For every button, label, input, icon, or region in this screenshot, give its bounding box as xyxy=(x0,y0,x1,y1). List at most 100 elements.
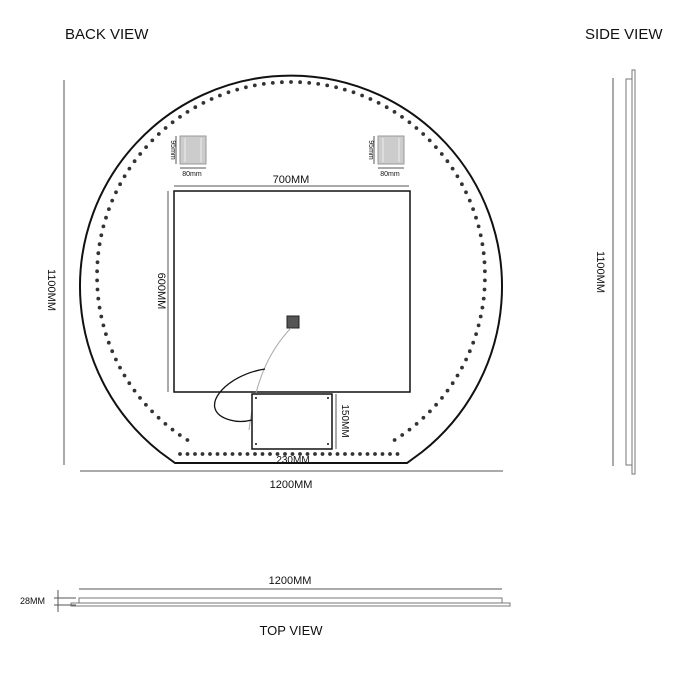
hanging-bracket-right: 95mm 80mm xyxy=(367,135,405,178)
led-dot xyxy=(474,215,478,220)
side-backing xyxy=(625,78,633,466)
led-dot xyxy=(316,82,321,86)
led-dot xyxy=(114,357,118,362)
led-dot xyxy=(150,409,155,414)
led-dot xyxy=(400,115,404,119)
led-dot xyxy=(421,132,426,136)
led-dot xyxy=(335,452,340,456)
led-dot xyxy=(138,152,143,156)
led-dot xyxy=(407,427,412,432)
led-dot xyxy=(342,87,347,92)
led-dot xyxy=(427,138,432,143)
led-dot xyxy=(201,101,206,105)
led-dot xyxy=(96,251,101,256)
led-dot xyxy=(376,101,381,105)
led-dot xyxy=(467,198,472,203)
led-dot xyxy=(178,115,182,119)
led-dot xyxy=(445,159,450,164)
led-dot xyxy=(407,120,412,125)
led-dot xyxy=(428,409,432,414)
led-dot-strip xyxy=(95,80,487,456)
led-dot xyxy=(325,83,330,88)
led-dot xyxy=(476,323,481,328)
led-dot xyxy=(290,452,295,456)
led-dot xyxy=(480,305,485,310)
led-dot xyxy=(283,452,287,456)
bracket-width-label: 80mm xyxy=(380,171,400,178)
led-dot xyxy=(380,452,385,456)
led-dot xyxy=(97,242,102,247)
led-dot xyxy=(122,373,127,378)
led-dot xyxy=(156,132,161,136)
led-dot xyxy=(110,198,115,203)
led-dot xyxy=(185,438,190,442)
led-dot xyxy=(434,402,438,407)
top-width-label: 1200MM xyxy=(269,575,312,587)
box-height-label: 150MM xyxy=(339,404,350,437)
led-dot xyxy=(260,452,265,456)
led-dot xyxy=(215,452,220,456)
led-dot xyxy=(101,323,106,328)
led-dot xyxy=(358,452,362,456)
led-dot xyxy=(414,422,419,426)
led-dot xyxy=(97,305,102,310)
led-dot xyxy=(95,269,99,274)
led-dot xyxy=(268,452,272,456)
led-dot xyxy=(483,278,487,283)
led-dot xyxy=(320,452,325,456)
led-dot xyxy=(298,80,302,85)
led-dot xyxy=(298,452,302,456)
box-width-label: 230MM xyxy=(276,455,309,466)
led-dot xyxy=(464,357,468,362)
led-dot xyxy=(474,332,478,336)
led-dot xyxy=(421,415,426,420)
led-dot xyxy=(110,349,115,354)
bracket-height-label: 95mm xyxy=(169,140,176,160)
touch-switch-icon xyxy=(286,315,300,329)
led-dot xyxy=(95,287,100,292)
led-dot xyxy=(96,296,101,301)
led-dot xyxy=(471,340,476,345)
led-dot xyxy=(107,207,111,212)
led-dot xyxy=(440,396,444,400)
led-dot xyxy=(439,152,444,156)
bracket-height-label: 95mm xyxy=(367,140,374,160)
led-dot xyxy=(95,278,99,283)
led-dot xyxy=(193,105,198,110)
led-dot xyxy=(170,120,175,125)
led-dot xyxy=(481,251,486,256)
top-backing xyxy=(78,597,503,604)
led-dot xyxy=(467,349,472,354)
led-dot xyxy=(307,81,312,85)
top-view-title: TOP VIEW xyxy=(259,623,323,638)
mirror-outline xyxy=(79,74,503,464)
led-dot xyxy=(313,452,317,456)
led-dot xyxy=(478,314,483,319)
led-dot xyxy=(483,269,487,274)
led-dot xyxy=(334,85,338,90)
led-dot xyxy=(460,365,464,370)
led-dot xyxy=(170,427,175,432)
led-dot xyxy=(388,452,392,456)
led-dot xyxy=(261,82,266,86)
led-dot xyxy=(245,452,250,456)
led-dot xyxy=(132,159,137,164)
led-dot xyxy=(270,81,275,85)
led-dot xyxy=(185,110,190,114)
led-dot xyxy=(114,190,118,195)
led-dot xyxy=(127,166,132,171)
led-dot xyxy=(351,90,356,95)
led-dot xyxy=(127,381,132,386)
side-view-title: SIDE VIEW xyxy=(585,26,663,43)
led-dot xyxy=(289,80,293,84)
led-dot xyxy=(395,452,400,456)
led-dot xyxy=(455,373,460,378)
led-dot xyxy=(144,402,148,407)
hanging-bracket-left: 95mm 80mm xyxy=(169,135,207,178)
led-dot xyxy=(478,233,483,238)
led-dot xyxy=(104,215,108,220)
led-dot xyxy=(193,452,197,456)
top-glass xyxy=(70,602,511,607)
side-height-label: 1100MM xyxy=(594,251,606,293)
